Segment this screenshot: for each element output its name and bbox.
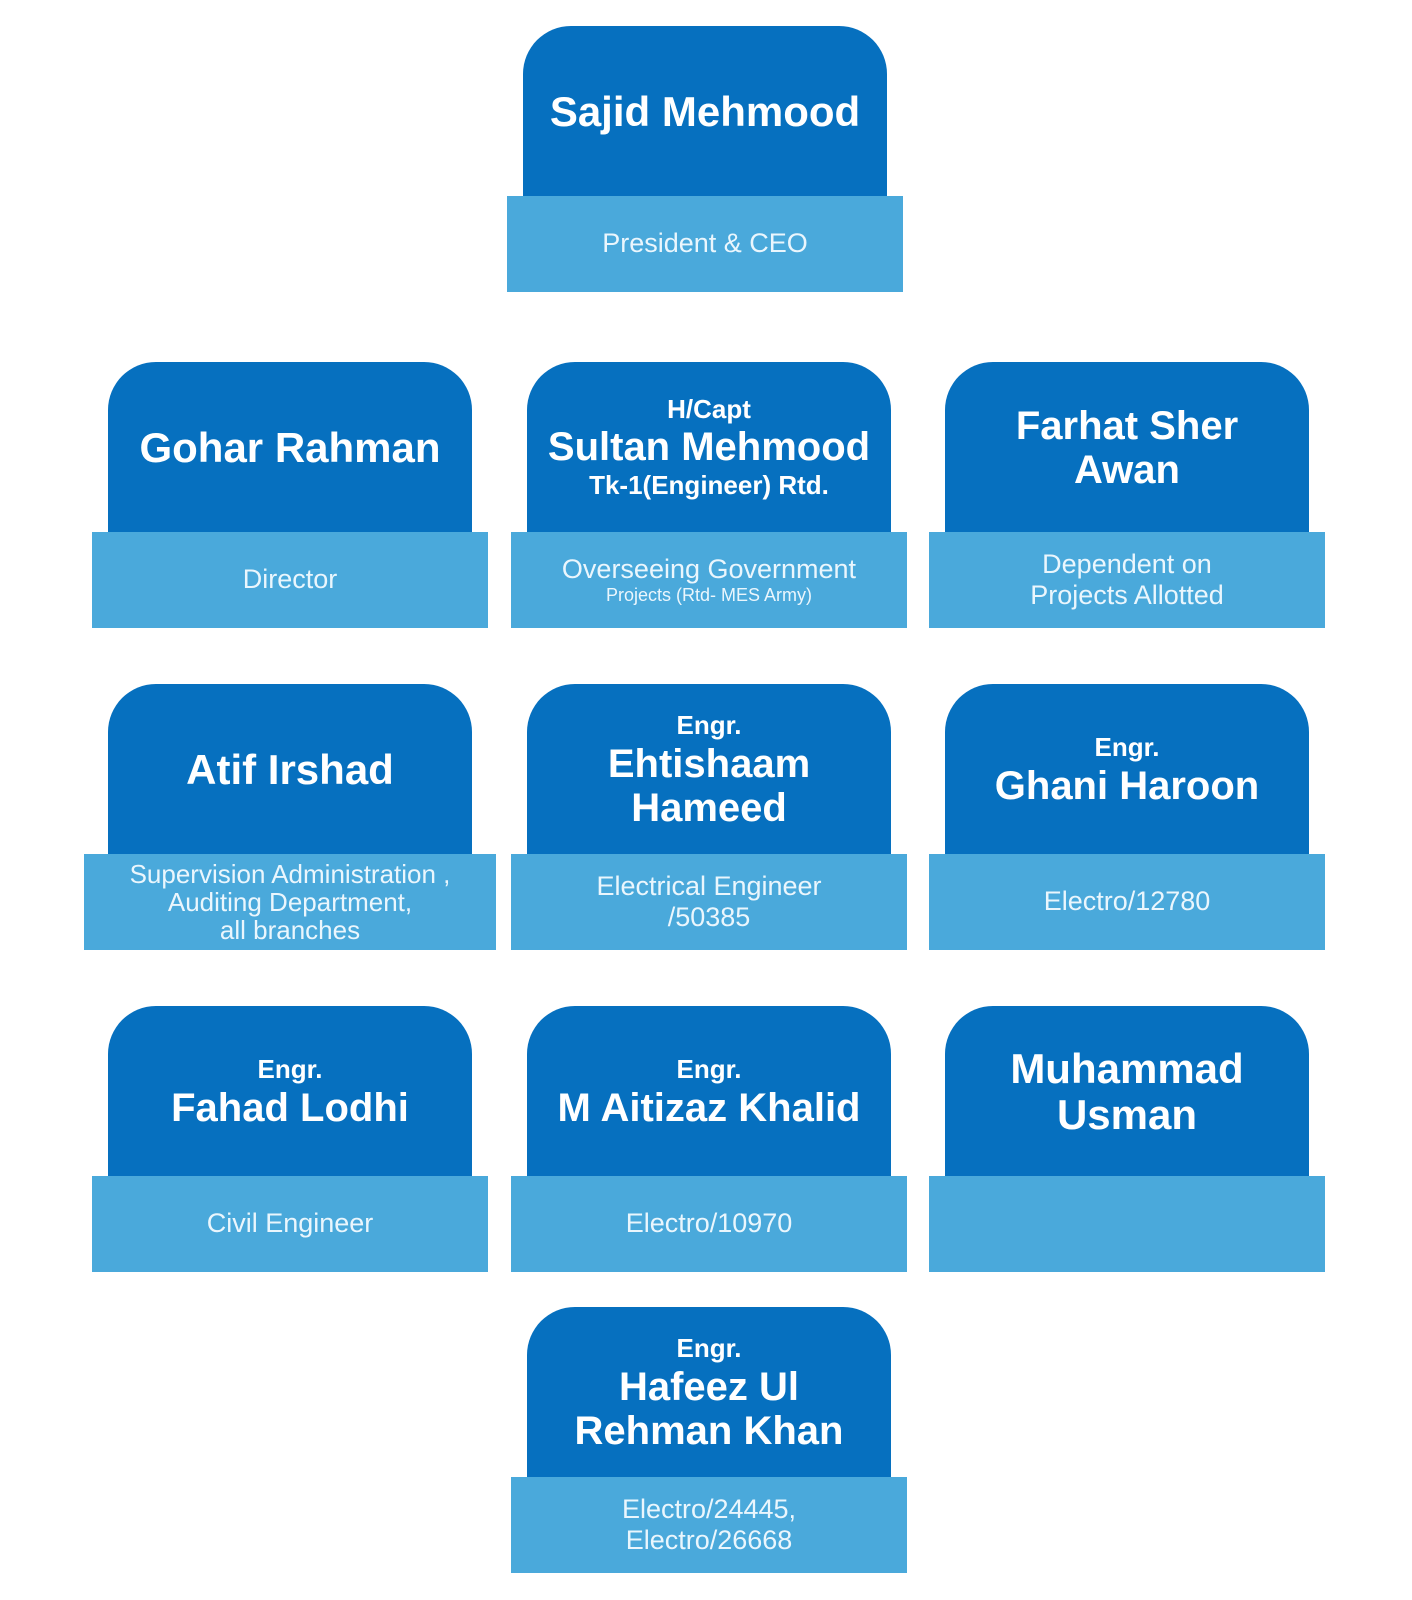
person-role-line2: /50385	[667, 902, 751, 932]
role-band: Director	[92, 532, 488, 628]
person-role: President & CEO	[602, 228, 808, 259]
person-name: Gohar Rahman	[139, 423, 441, 471]
person-role: Director	[242, 564, 338, 595]
person-name: Sultan Mehmood	[547, 425, 871, 470]
person-role-line1: Dependent on	[1042, 548, 1212, 579]
person-name-line2: Awan	[1074, 448, 1180, 492]
person-role-line2: Electro/26668	[625, 1525, 793, 1555]
name-box: Gohar Rahman	[108, 362, 472, 534]
name-box: Engr. Hafeez Ul Rehman Khan	[527, 1307, 891, 1479]
role-band: President & CEO	[507, 196, 903, 292]
name-box: Farhat Sher Awan	[945, 362, 1309, 534]
person-name: Fahad Lodhi	[171, 1085, 409, 1130]
person-name-line2: Rehman Khan	[574, 1408, 844, 1453]
role-band: Electro/12780	[929, 854, 1325, 950]
person-role: Civil Engineer	[206, 1208, 374, 1239]
person-role: Overseeing Government	[561, 553, 857, 584]
person-prefix: Engr.	[1094, 732, 1160, 763]
person-role-line2: Auditing Department,	[167, 886, 413, 917]
person-role-line2: Projects Allotted	[1030, 580, 1224, 610]
person-name-line1: Hafeez Ul	[618, 1364, 800, 1409]
person-role-line1: Electro/24445,	[621, 1493, 797, 1524]
person-name: M Aitizaz Khalid	[557, 1085, 861, 1130]
person-prefix: Engr.	[257, 1054, 323, 1085]
role-band: Dependent on Projects Allotted	[929, 532, 1325, 628]
name-box: Engr. Ghani Haroon	[945, 684, 1309, 856]
person-name: Atif Irshad	[186, 745, 394, 793]
name-box: Engr. Fahad Lodhi	[108, 1006, 472, 1178]
name-box: Engr. M Aitizaz Khalid	[527, 1006, 891, 1178]
role-band: Electro/24445, Electro/26668	[511, 1477, 907, 1573]
role-band: Electrical Engineer /50385	[511, 854, 907, 950]
role-band: Electro/10970	[511, 1176, 907, 1272]
name-box: Atif Irshad	[108, 684, 472, 856]
person-prefix: Engr.	[676, 1333, 742, 1364]
name-box: Engr. Ehtishaam Hameed	[527, 684, 891, 856]
person-name-line1: Ehtishaam	[607, 741, 811, 786]
person-role: Electro/12780	[1043, 886, 1211, 917]
role-band: Civil Engineer	[92, 1176, 488, 1272]
person-suffix: Tk-1(Engineer) Rtd.	[589, 470, 829, 501]
person-prefix: H/Capt	[667, 394, 751, 425]
role-band: Supervision Administration , Auditing De…	[84, 854, 496, 950]
person-name: Sajid Mehmood	[549, 87, 861, 135]
role-band	[929, 1176, 1325, 1272]
person-role: Electro/10970	[625, 1208, 793, 1239]
person-role-line1: Supervision Administration ,	[129, 858, 451, 889]
name-box: Sajid Mehmood	[523, 26, 887, 198]
person-role-line1: Electrical Engineer	[596, 870, 822, 901]
name-box: Muhammad Usman	[945, 1006, 1309, 1178]
person-prefix: Engr.	[676, 710, 742, 741]
role-band: Overseeing Government Projects (Rtd- MES…	[511, 532, 907, 628]
person-role-detail: Projects (Rtd- MES Army)	[605, 584, 813, 605]
name-box: H/Capt Sultan Mehmood Tk-1(Engineer) Rtd…	[527, 362, 891, 534]
person-name: Ghani Haroon	[994, 763, 1260, 808]
person-role-line3: all branches	[219, 915, 361, 946]
person-name-line2: Usman	[1056, 1091, 1198, 1138]
person-name-line2: Hameed	[631, 785, 787, 830]
person-name-line1: Muhammad	[1010, 1044, 1244, 1092]
person-name-line1: Farhat Sher	[1015, 404, 1239, 448]
person-prefix: Engr.	[676, 1054, 742, 1085]
